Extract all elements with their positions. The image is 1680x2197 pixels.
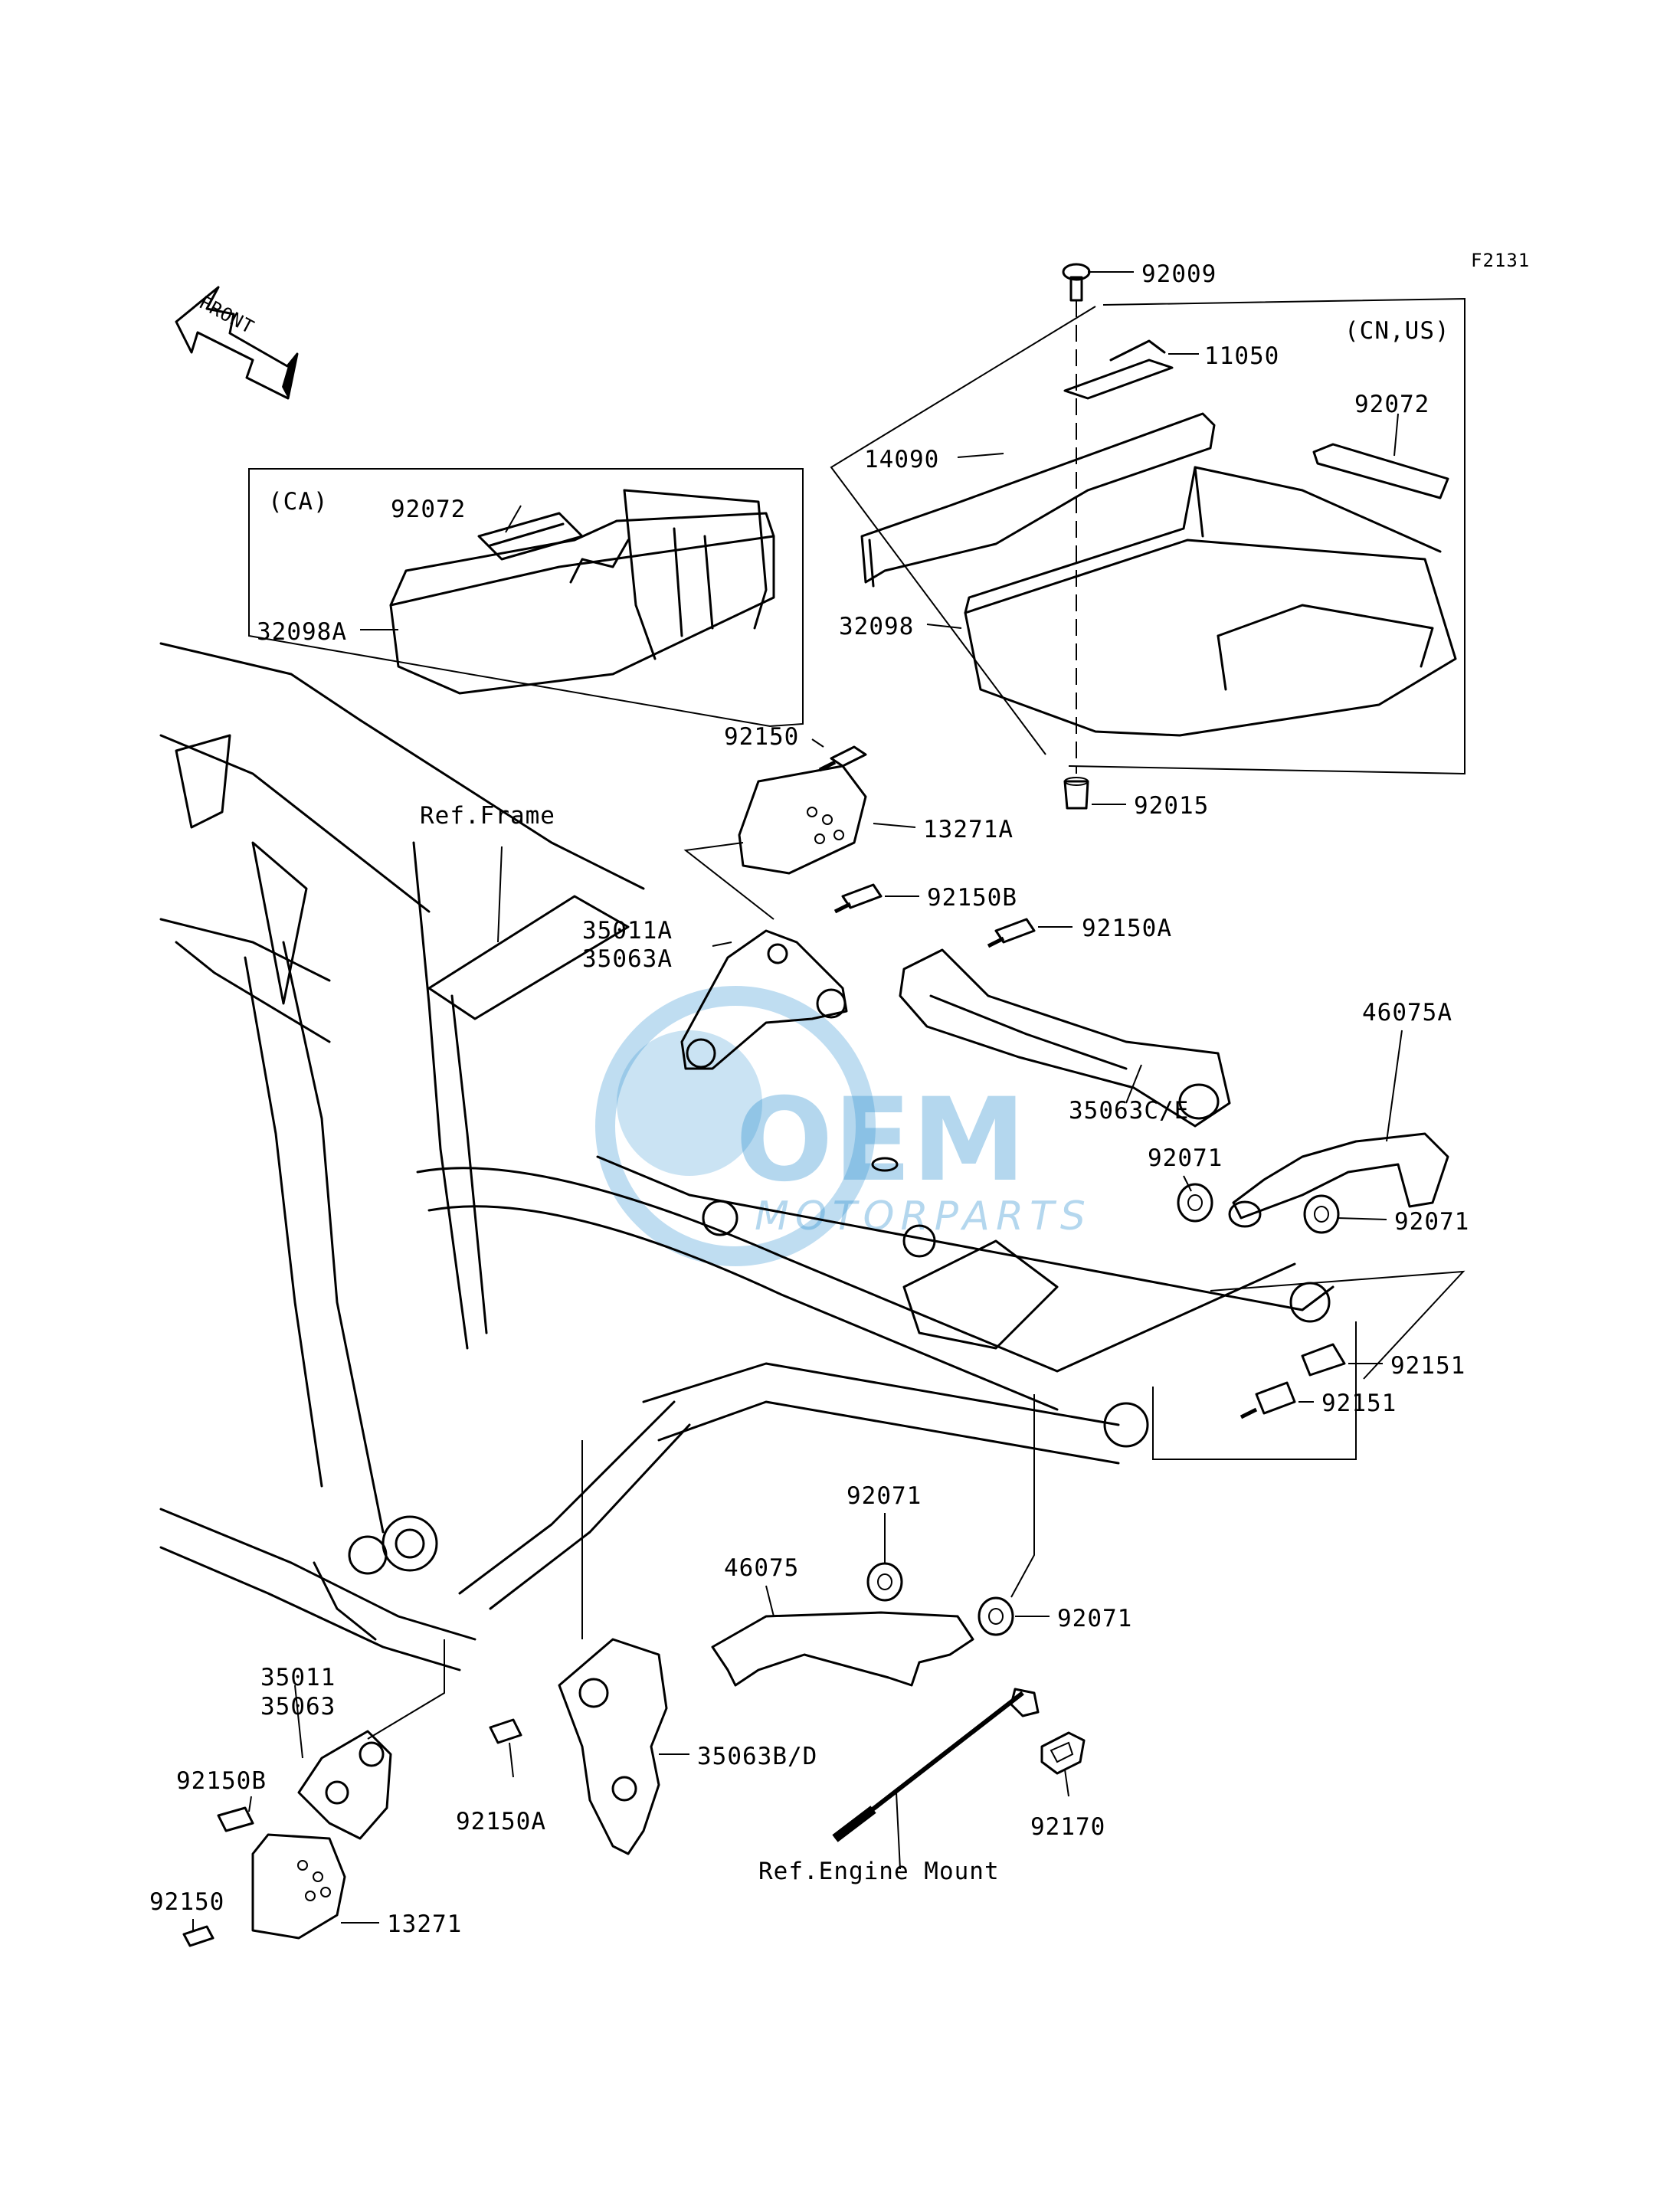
label-35063a: 35063A <box>582 945 673 973</box>
bolt-icon <box>182 1925 215 1947</box>
label-35011a: 35011A <box>582 917 673 945</box>
bolt-92009-icon <box>1062 263 1091 774</box>
lower-frame-tubes <box>416 1155 1335 1610</box>
bolt-icon <box>833 883 883 914</box>
engine-mount-bracket-front <box>297 1730 392 1840</box>
terminal-plate <box>1063 339 1174 400</box>
battery-cover <box>860 412 1216 588</box>
watermark-text: OEM <box>735 1074 1026 1207</box>
cn-us-label: (CN,US) <box>1344 317 1450 345</box>
label-35063bd: 35063B/D <box>697 1743 817 1770</box>
bolt-icon <box>1240 1381 1296 1419</box>
label-92150a: 92150A <box>456 1808 546 1835</box>
label-92072-ca: 92072 <box>391 496 466 523</box>
label-35011: 35011 <box>260 1664 336 1691</box>
engine-mount-bracket-right <box>899 948 1231 1128</box>
engine-mount-bracket-left-lower <box>558 1638 668 1855</box>
bolt-icon <box>987 918 1036 948</box>
engine-mount-bolt-icon <box>832 1688 1040 1842</box>
label-92009: 92009 <box>1141 260 1217 288</box>
front-arrow-icon: FRONT <box>175 286 299 400</box>
engine-mount-bracket-left-upper <box>680 929 848 1070</box>
label-11050: 11050 <box>1204 342 1279 370</box>
part-labels: 92009 11050 92072 14090 32098 92015 9207… <box>149 260 1469 1938</box>
label-14090: 14090 <box>864 446 939 473</box>
watermark: OEM MOTORPARTS <box>595 986 1086 1266</box>
collar-icon <box>978 1596 1014 1636</box>
grommet-icon <box>1063 777 1089 810</box>
leader-lines <box>192 271 1465 1930</box>
label-92071: 92071 <box>1148 1144 1223 1172</box>
label-92151: 92151 <box>1321 1390 1397 1417</box>
bolt-icon <box>818 745 867 772</box>
label-92015: 92015 <box>1134 792 1209 820</box>
ca-label: (CA) <box>268 488 329 516</box>
clip-icon <box>1040 1731 1086 1775</box>
label-92071: 92071 <box>847 1482 922 1510</box>
label-32098: 32098 <box>839 613 914 640</box>
label-13271: 13271 <box>387 1911 462 1938</box>
battery-case <box>964 466 1457 737</box>
label-92150: 92150 <box>724 723 799 751</box>
label-13271a: 13271A <box>923 816 1014 843</box>
label-92071: 92071 <box>1057 1605 1132 1632</box>
label-92151: 92151 <box>1390 1352 1465 1380</box>
collar-icon <box>1303 1194 1340 1234</box>
label-92072: 92072 <box>1354 391 1429 418</box>
label-35063ce: 35063C/E <box>1069 1097 1189 1125</box>
label-92170: 92170 <box>1030 1813 1105 1841</box>
cn-us-group-box: (CN,US) <box>830 297 1465 775</box>
label-92150: 92150 <box>149 1888 224 1916</box>
label-92150b: 92150B <box>927 884 1017 912</box>
mount-plate-upper <box>683 765 867 920</box>
label-46075: 46075 <box>724 1554 799 1582</box>
bolt-icon <box>217 1806 254 1832</box>
label-46075a: 46075A <box>1362 999 1452 1026</box>
label-92150a: 92150A <box>1082 915 1172 942</box>
collar-icon <box>866 1562 903 1602</box>
label-35063: 35063 <box>260 1693 336 1721</box>
label-32098a: 32098A <box>257 618 347 646</box>
bolt-icon <box>489 1718 522 1744</box>
ca-group-box: (CA) <box>248 468 804 728</box>
crossmember-upper <box>1228 1132 1449 1228</box>
crossmember-lower <box>711 1611 974 1687</box>
battery-case-ca <box>389 489 775 695</box>
frame-illustration <box>159 642 645 1671</box>
mount-plate-lower <box>251 1833 346 1940</box>
collar-icon <box>1177 1183 1213 1223</box>
bolt-icon <box>1301 1343 1346 1377</box>
label-92071: 92071 <box>1394 1208 1469 1236</box>
ref-engine-mount-label: Ref.Engine Mount <box>758 1858 1000 1885</box>
battery-strap-ca <box>477 512 584 561</box>
figure-code: F2131 <box>1471 250 1530 271</box>
battery-strap <box>1312 443 1449 499</box>
ref-frame-label: Ref.Frame <box>420 802 555 830</box>
label-92150b: 92150B <box>176 1767 267 1795</box>
